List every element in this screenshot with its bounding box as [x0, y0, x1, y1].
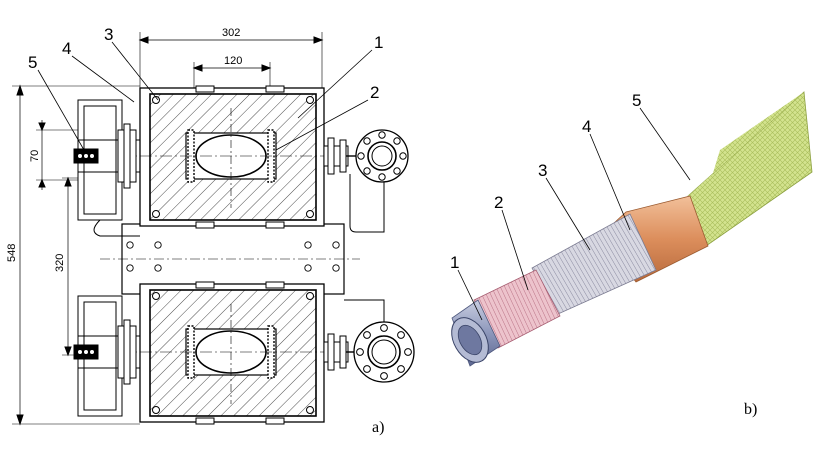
- dimension-120: [192, 62, 272, 128]
- layer-5-jacket: [687, 91, 813, 247]
- dim-548: 548: [6, 244, 18, 262]
- dim-302: 302: [222, 27, 240, 39]
- cross-section-drawing: [12, 32, 415, 426]
- dim-320: 320: [54, 254, 66, 272]
- callout-b-2: 2: [494, 193, 503, 212]
- leaders-a: [37, 41, 373, 151]
- callout-b-3: 3: [538, 161, 547, 180]
- upper-clamp: [73, 99, 140, 237]
- callout-b-4: 4: [582, 117, 591, 136]
- layer-2-wire: [473, 269, 561, 349]
- callout-a-1: 1: [374, 33, 383, 52]
- callout-b-1: 1: [450, 253, 459, 272]
- callout-a-5: 5: [28, 53, 37, 72]
- callout-b-5: 5: [632, 91, 641, 110]
- dimension-302: [138, 32, 324, 90]
- dim-70: 70: [29, 150, 41, 162]
- lower-block: [100, 281, 356, 425]
- callout-a-2: 2: [370, 83, 379, 102]
- callout-a-4: 4: [62, 39, 71, 58]
- upper-block: [100, 85, 356, 229]
- caption-a: a): [372, 419, 384, 436]
- dimension-70: [36, 120, 80, 190]
- layered-pipe-illustration: [451, 91, 813, 367]
- dimension-548: [12, 84, 140, 426]
- lower-flange: [323, 299, 415, 383]
- dim-120: 120: [224, 55, 242, 67]
- dimension-320: [62, 176, 80, 357]
- upper-flange: [323, 129, 409, 233]
- caption-b: b): [744, 401, 757, 418]
- callout-a-3: 3: [104, 25, 113, 44]
- lower-clamp: [73, 295, 140, 417]
